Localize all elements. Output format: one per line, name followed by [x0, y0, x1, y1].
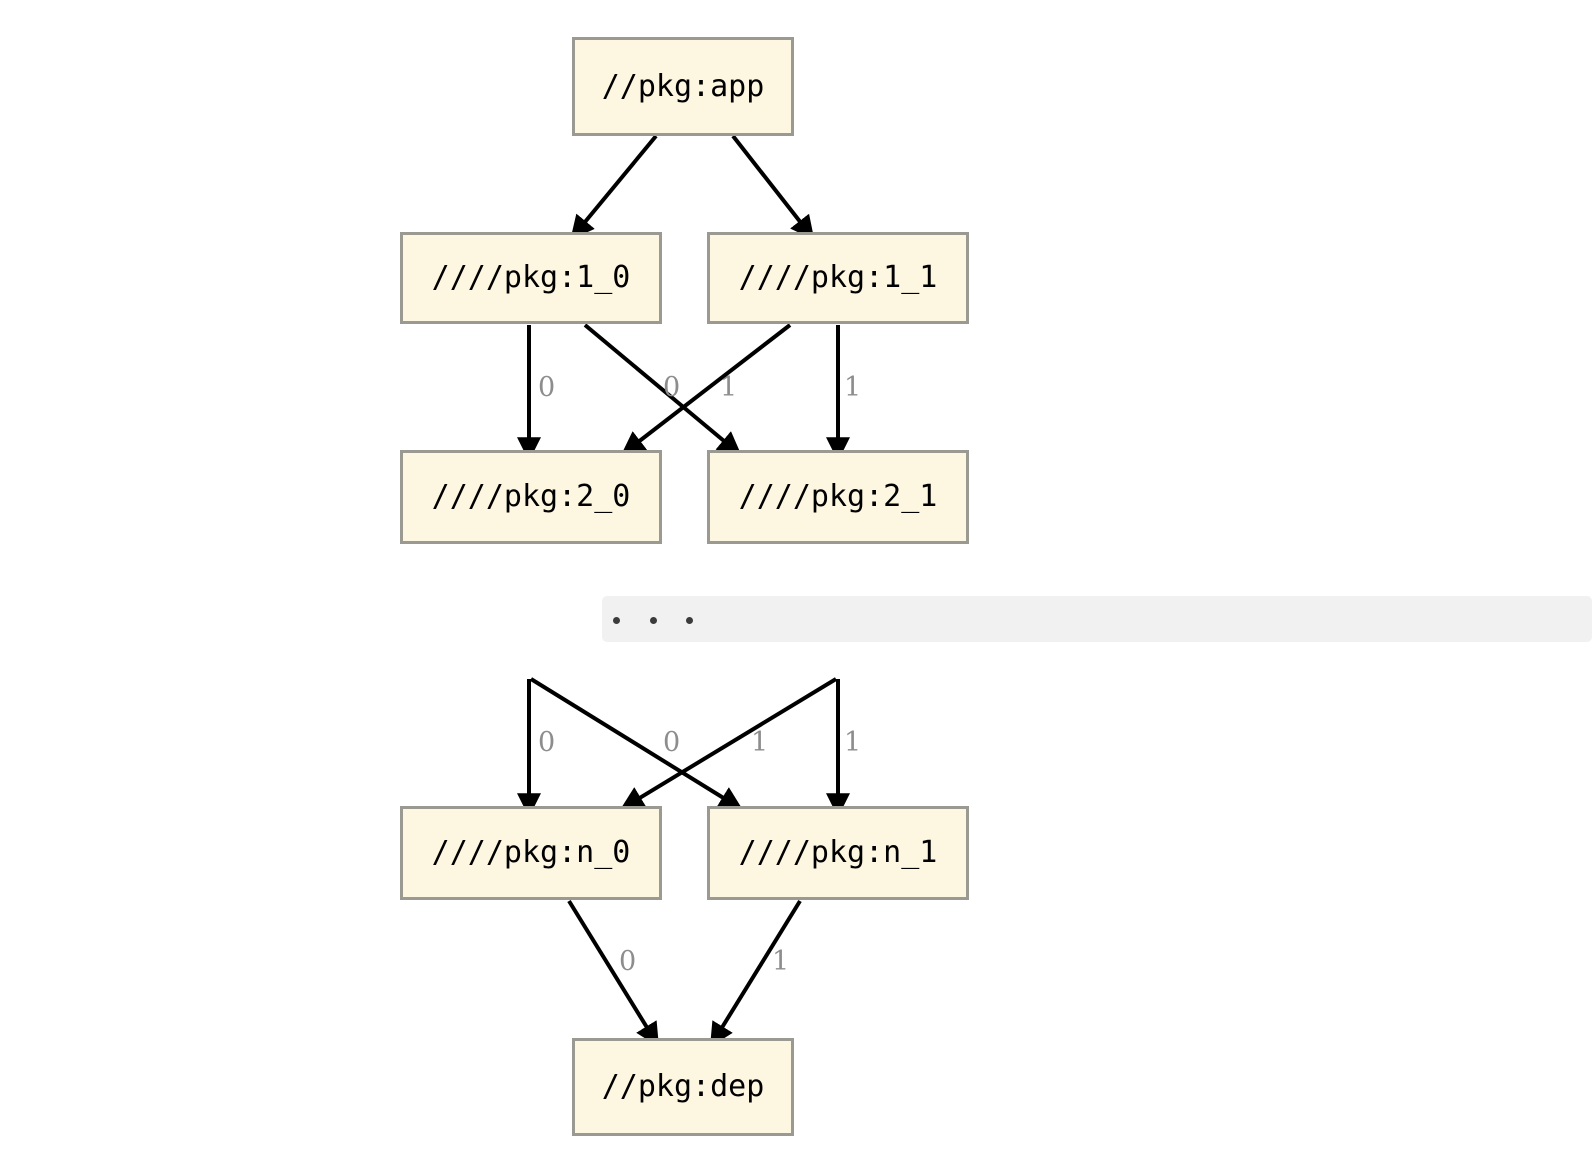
- graph-edge-n1_1-to-n2_0: [620, 323, 792, 456]
- edge-label: 1: [751, 727, 769, 758]
- node-label: ////pkg:n_0: [431, 835, 631, 870]
- node-label: //pkg:app: [601, 68, 765, 104]
- graph-node-n1_1[interactable]: ////pkg:1_1: [707, 232, 969, 324]
- graph-edge-n1_0-to-n2_1: [583, 323, 742, 456]
- edge-label: 1: [720, 372, 738, 403]
- edge-lines: [517, 134, 850, 1047]
- graph-node-dep[interactable]: //pkg:dep: [572, 1038, 794, 1136]
- graph-node-n2_0[interactable]: ////pkg:2_0: [400, 450, 662, 544]
- graph-node-n1_0[interactable]: ////pkg:1_0: [400, 232, 662, 324]
- graph-edge-nn_1-to-dep: [710, 899, 802, 1047]
- edge-label: 1: [772, 946, 790, 977]
- edge-label: 1: [844, 372, 862, 403]
- graph-node-app[interactable]: //pkg:app: [572, 37, 794, 136]
- ellipsis-dot: [613, 617, 620, 624]
- graph-edge-src-to-nn_1: [529, 677, 743, 810]
- edge-label: 1: [844, 727, 862, 758]
- node-label: ////pkg:n_1: [738, 835, 938, 870]
- ellipsis-separator: [602, 596, 1592, 642]
- graph-node-n2_1[interactable]: ////pkg:2_1: [707, 450, 969, 544]
- node-label: ////pkg:1_1: [738, 260, 938, 295]
- ellipsis-dot: [650, 617, 657, 624]
- graph-node-nn_1[interactable]: ////pkg:n_1: [707, 806, 969, 900]
- graph-edge-src-to-nn_0: [620, 677, 838, 810]
- graph-edge-nn_0-to-dep: [567, 899, 659, 1047]
- edge-label: 0: [538, 372, 556, 403]
- node-label: ////pkg:2_0: [431, 479, 631, 514]
- graph-node-nn_0[interactable]: ////pkg:n_0: [400, 806, 662, 900]
- graph-edge-app-to-n1_1: [731, 134, 815, 240]
- ellipsis-dot: [686, 617, 693, 624]
- node-label: ////pkg:1_0: [431, 260, 631, 295]
- graph-edge-app-to-n1_0: [570, 134, 658, 240]
- node-label: ////pkg:2_1: [738, 479, 938, 514]
- edge-label: 0: [538, 727, 556, 758]
- edge-label: 0: [619, 946, 637, 977]
- edge-label: 0: [663, 727, 681, 758]
- node-label: //pkg:dep: [601, 1069, 765, 1104]
- edge-label: 0: [663, 372, 681, 403]
